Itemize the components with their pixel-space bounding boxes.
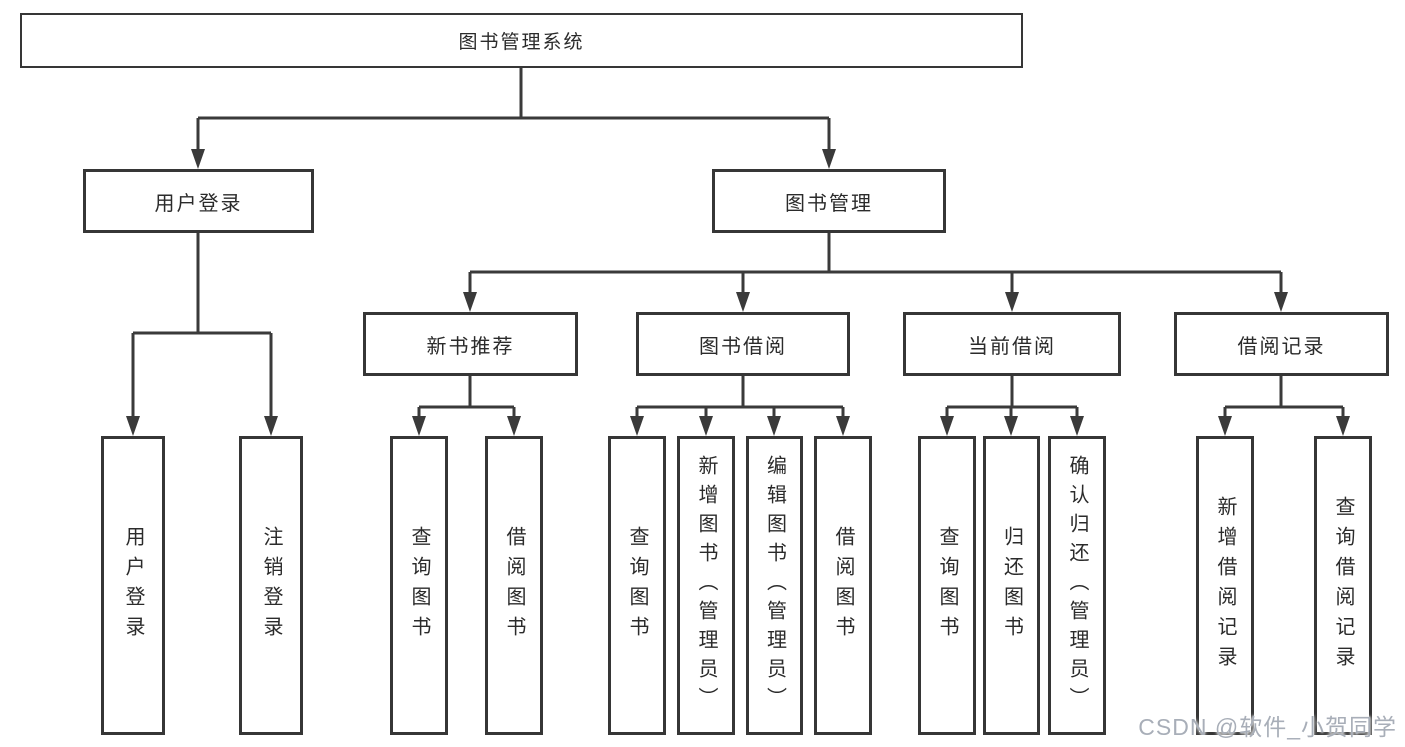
node-leaf-user-login: 用户登录 xyxy=(101,436,165,735)
node-label: 图书借阅 xyxy=(699,335,787,358)
node-label: 归还图书 xyxy=(1000,525,1023,646)
node-label: 编辑图书（管理员） xyxy=(763,455,786,716)
node-book-management: 图书管理 xyxy=(712,169,946,233)
node-book-borrow: 图书借阅 xyxy=(636,312,850,376)
node-leaf-add-books-admin: 新增图书（管理员） xyxy=(677,436,735,735)
node-leaf-confirm-return-admin: 确认归还（管理员） xyxy=(1048,436,1106,735)
node-label: 用户登录 xyxy=(122,525,144,646)
node-leaf-query-borrow-record: 查询借阅记录 xyxy=(1314,436,1372,735)
node-label: 新增图书（管理员） xyxy=(695,455,717,716)
node-label: 查询图书 xyxy=(408,525,430,646)
node-label: 查询借阅记录 xyxy=(1332,495,1354,676)
node-leaf-borrow-books-1: 借阅图书 xyxy=(485,436,543,735)
node-leaf-query-books-1: 查询图书 xyxy=(390,436,448,735)
node-label: 确认归还（管理员） xyxy=(1066,455,1088,716)
arrowheads xyxy=(126,149,1350,436)
node-leaf-add-borrow-record: 新增借阅记录 xyxy=(1196,436,1254,735)
node-user-login: 用户登录 xyxy=(83,169,314,233)
tree-edges xyxy=(131,68,1345,419)
node-current-borrow: 当前借阅 xyxy=(903,312,1121,376)
node-new-book-recommend: 新书推荐 xyxy=(363,312,578,376)
node-label: 用户登录 xyxy=(154,192,243,215)
node-leaf-borrow-books-2: 借阅图书 xyxy=(814,436,872,735)
node-label: 新增借阅记录 xyxy=(1214,495,1236,676)
node-leaf-query-books-3: 查询图书 xyxy=(918,436,976,735)
node-label: 图书管理 xyxy=(785,192,873,215)
node-label: 新书推荐 xyxy=(426,335,515,358)
node-leaf-query-books-2: 查询图书 xyxy=(608,436,666,735)
node-label: 查询图书 xyxy=(936,525,958,646)
node-borrow-record: 借阅记录 xyxy=(1174,312,1389,376)
node-label: 借阅图书 xyxy=(832,525,854,646)
node-leaf-logout: 注销登录 xyxy=(239,436,303,735)
node-label: 当前借阅 xyxy=(968,335,1056,358)
node-label: 借阅图书 xyxy=(503,525,525,646)
node-leaf-edit-books-admin: 编辑图书（管理员） xyxy=(746,436,803,735)
node-label: 注销登录 xyxy=(260,525,282,646)
node-label: 查询图书 xyxy=(626,525,648,646)
node-label: 借阅记录 xyxy=(1237,335,1326,358)
node-label: 图书管理系统 xyxy=(458,32,585,53)
node-root-library-management-system: 图书管理系统 xyxy=(20,13,1023,68)
node-leaf-return-books: 归还图书 xyxy=(983,436,1040,735)
